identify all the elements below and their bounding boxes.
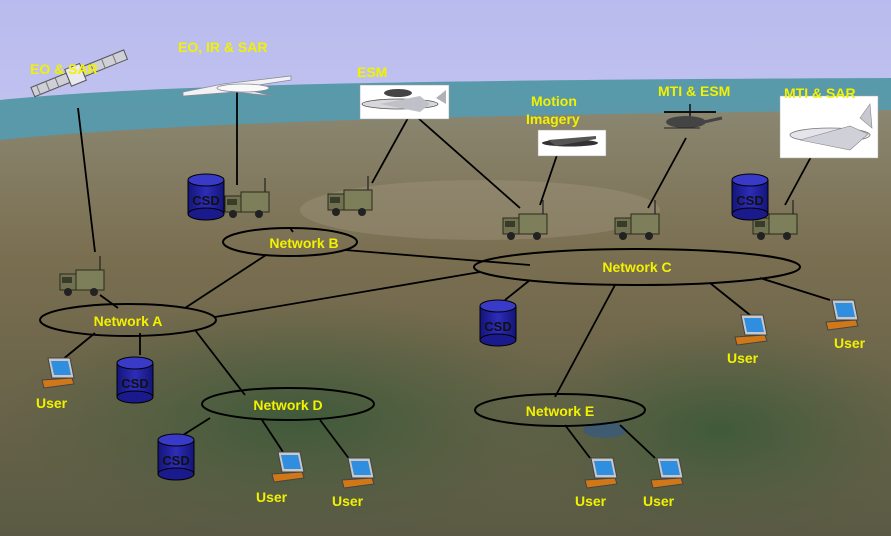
network-a: Network A xyxy=(39,303,217,337)
svg-text:User: User xyxy=(256,489,288,505)
csd-storage-icon: CSD xyxy=(479,299,517,347)
network-c: Network C xyxy=(473,248,801,286)
svg-text:User: User xyxy=(643,493,675,509)
csd-storage-icon: CSD xyxy=(187,173,225,221)
sensor-label-motion: Motion xyxy=(531,93,577,109)
uav-icon xyxy=(537,129,607,157)
sensor-label-imagery: Imagery xyxy=(526,111,580,127)
network-b-label: Network B xyxy=(269,235,338,251)
svg-text:CSD: CSD xyxy=(736,193,763,208)
sensor-label-eo-ir-sar: EO, IR & SAR xyxy=(178,39,267,55)
lake xyxy=(583,422,627,438)
sensor-label-mti-esm: MTI & ESM xyxy=(658,83,730,99)
satellite-icon xyxy=(30,49,129,98)
awacs-aircraft-icon xyxy=(359,84,450,120)
user-terminal: User xyxy=(36,357,75,411)
user-terminal: User xyxy=(727,314,768,366)
user-terminal: User xyxy=(643,457,684,509)
svg-text:User: User xyxy=(834,335,866,351)
network-d: Network D xyxy=(201,387,375,421)
svg-text:CSD: CSD xyxy=(162,453,189,468)
svg-text:User: User xyxy=(36,395,68,411)
user-terminal: User xyxy=(575,457,618,509)
aircraft-icon xyxy=(779,95,879,159)
network-d-label: Network D xyxy=(253,397,322,413)
csd-storage-icon: CSD xyxy=(731,173,769,221)
svg-text:CSD: CSD xyxy=(192,193,219,208)
sensor-label-esm: ESM xyxy=(357,64,387,80)
svg-text:CSD: CSD xyxy=(121,376,148,391)
sensor-label-mti-sar: MTI & SAR xyxy=(784,85,856,101)
network-a-label: Network A xyxy=(94,313,163,329)
mountain-area xyxy=(0,300,600,536)
network-c-label: Network C xyxy=(602,259,671,275)
sensor-label-eo-sar: EO & SAR xyxy=(30,61,98,77)
user-terminal: User xyxy=(256,451,305,505)
link-lines xyxy=(61,90,831,461)
uav-icon xyxy=(182,75,292,97)
mountain-area xyxy=(300,180,660,240)
svg-text:User: User xyxy=(727,350,759,366)
network-e-label: Network E xyxy=(526,403,594,419)
network-b: Network B xyxy=(222,227,358,257)
csd-storage-icon: CSD xyxy=(157,433,195,481)
helicopter-icon xyxy=(664,104,723,129)
svg-text:CSD: CSD xyxy=(484,319,511,334)
svg-text:User: User xyxy=(332,493,364,509)
svg-text:User: User xyxy=(575,493,607,509)
csd-storage-icon: CSD xyxy=(116,356,154,404)
network-e: Network E xyxy=(474,393,646,427)
user-terminal: User xyxy=(825,299,866,351)
user-terminal: User xyxy=(332,457,375,509)
